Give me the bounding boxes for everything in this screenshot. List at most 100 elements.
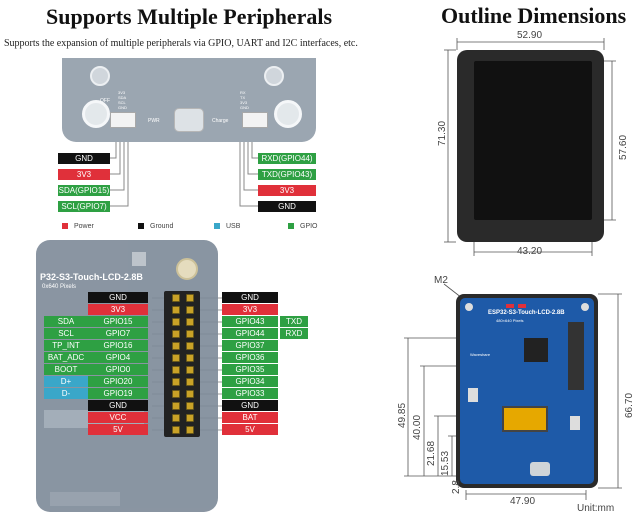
- header-pin: [172, 306, 180, 314]
- dim-m2: M2: [434, 275, 448, 286]
- right-title: Outline Dimensions: [441, 3, 627, 28]
- header-left-func-8: D-: [44, 388, 88, 399]
- outline-device: [457, 50, 604, 242]
- top-left-label-3v3: 3V3: [58, 169, 110, 180]
- pin-header: [164, 291, 200, 437]
- header-pin: [172, 390, 180, 398]
- header-right-pin-5: GPIO36: [222, 352, 278, 363]
- header-pin: [172, 330, 180, 338]
- dim-screen-width: 43.20: [517, 246, 543, 257]
- dim-15-53: 15.53: [440, 450, 451, 476]
- header-pin: [186, 402, 194, 410]
- header-right-pin-6: GPIO35: [222, 364, 278, 375]
- header-pin: [172, 378, 180, 386]
- top-left-label-sda: SDA(GPIO15): [58, 185, 110, 196]
- back-brand: Waveshare: [470, 352, 491, 357]
- dim-49-85: 49.85: [397, 402, 408, 428]
- header-left-func-2: SDA: [44, 316, 88, 327]
- header-pin: [186, 366, 194, 374]
- header-right-pin-8: GPIO33: [222, 388, 278, 399]
- header-left-func-3: SCL: [44, 328, 88, 339]
- legend-gpio: GPIO: [288, 223, 318, 231]
- header-pin: [172, 318, 180, 326]
- header-right-pin-0: GND: [222, 292, 278, 303]
- back-board-name: ESP32-S3-Touch-LCD-2.8B: [488, 310, 565, 316]
- header-right-pin-11: 5V: [222, 424, 278, 435]
- header-left-func-4: TP_INT: [44, 340, 88, 351]
- top-left-label-gnd: GND: [58, 153, 110, 164]
- header-left-pin-11: 5V: [88, 424, 148, 435]
- header-pin: [186, 426, 194, 434]
- header-left-pin-9: GND: [88, 400, 148, 411]
- header-pin: [172, 342, 180, 350]
- usb-swatch: [214, 223, 220, 229]
- header-right-pin-2: GPIO43: [222, 316, 278, 327]
- legend-power: Power: [62, 223, 94, 231]
- header-left-pin-0: GND: [88, 292, 148, 303]
- gpio-swatch: [288, 223, 294, 229]
- header-left-pin-8: GPIO19: [88, 388, 148, 399]
- header-left-pin-3: GPIO7: [88, 328, 148, 339]
- dim-40-00: 40.00: [412, 414, 423, 440]
- header-pin: [186, 378, 194, 386]
- header-pin: [172, 402, 180, 410]
- silk-off: OFF: [100, 98, 110, 104]
- header-pin: [186, 306, 194, 314]
- back-board-res: 480×640 Pixels: [496, 318, 524, 323]
- header-right-pin-10: BAT: [222, 412, 278, 423]
- header-pin: [186, 330, 194, 338]
- top-right-label-3v3: 3V3: [258, 185, 316, 196]
- header-left-pin-1: 3V3: [88, 304, 148, 315]
- dim-2-8: 2.8: [451, 480, 462, 494]
- header-pin: [172, 366, 180, 374]
- top-right-label-gnd: GND: [258, 201, 316, 212]
- header-pin: [172, 294, 180, 302]
- ground-swatch: [138, 223, 144, 229]
- header-right-pin-7: GPIO34: [222, 376, 278, 387]
- left-title: Supports Multiple Peripherals: [46, 4, 333, 29]
- top-left-label-scl: SCL(GPIO7): [58, 201, 110, 212]
- header-right-func-2: TXD: [280, 316, 308, 327]
- header-pin: [186, 414, 194, 422]
- header-pin: [186, 342, 194, 350]
- header-pin: [172, 426, 180, 434]
- header-right-pin-9: GND: [222, 400, 278, 411]
- back-device: [456, 294, 598, 488]
- silk-charge: Charge: [212, 118, 229, 124]
- header-left-func-5: BAT_ADC: [44, 352, 88, 363]
- header-pin: [186, 294, 194, 302]
- back-pcb: [460, 298, 594, 484]
- header-left-pin-5: GPIO4: [88, 352, 148, 363]
- header-pin: [186, 354, 194, 362]
- header-pin: [186, 390, 194, 398]
- dim-66-70: 66.70: [624, 392, 635, 418]
- header-right-func-3: RXD: [280, 328, 308, 339]
- header-pin: [186, 318, 194, 326]
- header-right-pin-4: GPIO37: [222, 340, 278, 351]
- header-pin: [172, 414, 180, 422]
- power-swatch: [62, 223, 68, 229]
- header-board-res: 0x640 Pixels: [42, 284, 77, 290]
- header-board-name: P32-S3-Touch-LCD-2.8B: [40, 272, 143, 282]
- header-right-pin-3: GPIO44: [222, 328, 278, 339]
- header-left-pin-4: GPIO16: [88, 340, 148, 351]
- header-pin: [172, 354, 180, 362]
- legend-ground: Ground: [138, 223, 173, 231]
- header-left-func-6: BOOT: [44, 364, 88, 375]
- header-left-pin-7: GPIO20: [88, 376, 148, 387]
- header-left-pin-10: VCC: [88, 412, 148, 423]
- header-right-pin-1: 3V3: [222, 304, 278, 315]
- silk-pwr: PWR: [148, 118, 160, 124]
- left-subtitle: Supports the expansion of multiple perip…: [4, 38, 358, 49]
- header-left-pin-6: GPIO0: [88, 364, 148, 375]
- top-right-label-txd: TXD(GPIO43): [258, 169, 316, 180]
- header-left-pin-2: GPIO15: [88, 316, 148, 327]
- dim-47-90: 47.90: [510, 496, 536, 507]
- top-right-label-rxd: RXD(GPIO44): [258, 153, 316, 164]
- legend-usb: USB: [214, 223, 240, 231]
- unit-label: Unit:mm: [577, 503, 615, 514]
- outline-screen: [474, 61, 592, 220]
